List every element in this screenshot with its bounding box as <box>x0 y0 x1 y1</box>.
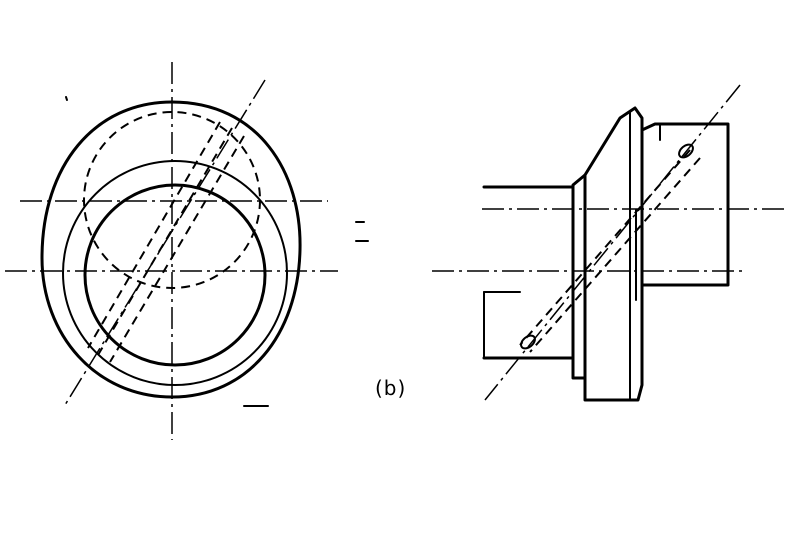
side-hole-end-top <box>678 143 694 159</box>
front-hole-line-3 <box>87 121 221 349</box>
side-hub <box>640 122 730 287</box>
front-ring-outer <box>62 160 288 386</box>
figure-label: (b) <box>375 376 407 400</box>
side-view <box>432 84 789 402</box>
side-hole-line-2 <box>529 157 701 353</box>
front-mark-top-left <box>65 96 68 101</box>
side-hole-axis <box>484 84 741 401</box>
side-hole-end-bottom <box>520 334 536 350</box>
front-bore <box>83 183 267 367</box>
front-oblique-centerline <box>64 79 266 406</box>
front-outer-contour <box>40 100 302 399</box>
front-hole-line-2 <box>109 135 245 363</box>
front-view <box>5 62 369 440</box>
side-hole-line-1 <box>519 149 691 346</box>
side-flange-body <box>583 106 644 402</box>
